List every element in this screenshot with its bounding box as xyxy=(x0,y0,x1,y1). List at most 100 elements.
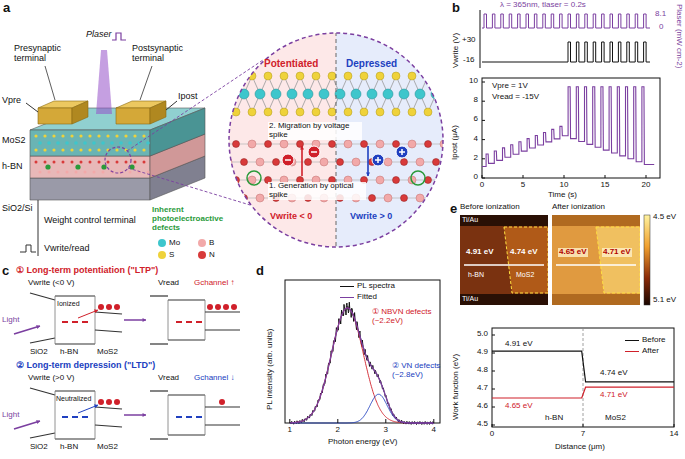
bond xyxy=(436,94,444,112)
s-atom xyxy=(328,108,336,116)
plot-frame xyxy=(285,280,440,423)
divider xyxy=(336,32,337,248)
defect-level xyxy=(82,416,88,418)
s-atom xyxy=(264,72,272,80)
atom xyxy=(110,141,114,145)
kpfm-panel: Before ionizationTi/Au4.91 eV4.74 eVh-BN… xyxy=(460,203,548,306)
label: MoS2 xyxy=(2,136,26,146)
label: ① Long-term potentiation ("LTP") xyxy=(16,266,158,276)
atom xyxy=(119,141,123,145)
arrow-line xyxy=(14,421,40,429)
node-text: 4.74 eV xyxy=(510,248,538,257)
band-edge xyxy=(205,311,240,312)
atom xyxy=(83,141,87,145)
n-atom xyxy=(433,159,440,166)
legend-text: S xyxy=(169,251,174,260)
kpfm-panel: After ionization4.65 eV4.71 eV xyxy=(552,203,640,306)
arrow-head xyxy=(94,309,98,313)
label: 5.1 eV xyxy=(653,296,676,305)
tick xyxy=(646,175,647,178)
pulse-symbol xyxy=(112,33,126,40)
s-atom xyxy=(424,108,432,116)
atom xyxy=(43,148,46,151)
label: Light xyxy=(2,316,19,325)
tick xyxy=(482,120,485,121)
label: Vread = -15V xyxy=(492,93,539,102)
atom xyxy=(53,161,56,164)
label: Plaser (mW cm-2) xyxy=(674,4,683,68)
label: 4.5 eV xyxy=(653,213,676,222)
atom xyxy=(43,134,46,137)
atom xyxy=(79,148,82,151)
arrow-line xyxy=(78,310,98,318)
electrode-region xyxy=(460,294,548,305)
mo-atom xyxy=(383,89,393,99)
tick xyxy=(492,424,493,427)
defect-level xyxy=(196,416,202,418)
label: 4.74 eV xyxy=(600,369,628,378)
b-atom xyxy=(384,158,392,166)
defect-level xyxy=(196,321,202,323)
work-function-before xyxy=(492,351,674,382)
label: MoS2 xyxy=(97,348,118,357)
s-atom xyxy=(392,108,400,116)
wire xyxy=(38,200,39,256)
electrode-region xyxy=(460,215,548,226)
atom xyxy=(125,161,128,164)
atom xyxy=(71,161,74,164)
interface xyxy=(55,391,56,439)
label: h-BN xyxy=(545,414,563,423)
label: b xyxy=(452,1,460,15)
n-atom xyxy=(393,177,400,184)
label: h-BN xyxy=(60,443,78,452)
tick xyxy=(523,175,524,178)
atom xyxy=(115,148,118,151)
n-atom xyxy=(329,141,336,148)
electrode-side xyxy=(72,101,88,124)
defect-level xyxy=(72,416,78,418)
tick xyxy=(482,101,485,102)
label: ② VN defects (~2.8eV) xyxy=(392,362,442,380)
arrow-line xyxy=(14,326,40,334)
label: PL intensity (arb. units) xyxy=(266,328,275,410)
legend-text: Fitted xyxy=(357,293,377,302)
interface xyxy=(95,391,96,439)
electron xyxy=(98,304,104,310)
band-edge xyxy=(55,343,95,344)
defect-level xyxy=(176,321,182,323)
label: 10 xyxy=(464,77,478,86)
label: 4.9 xyxy=(466,348,488,357)
atom xyxy=(93,171,96,174)
s-atom xyxy=(312,72,320,80)
b-atom xyxy=(416,158,424,166)
node-shape xyxy=(228,32,444,248)
inset-border xyxy=(229,33,443,247)
atom xyxy=(107,161,110,164)
mo-atom xyxy=(319,89,329,99)
defect-level xyxy=(62,416,68,418)
label: Vwrite (>0 V) xyxy=(28,374,74,383)
label: 4.65 eV xyxy=(505,402,533,411)
atom xyxy=(133,148,136,151)
s-atom xyxy=(440,72,444,80)
legend-item: After xyxy=(625,347,659,356)
tick xyxy=(605,175,606,178)
label: SiO2/Si xyxy=(2,204,33,214)
label: MoS2 xyxy=(97,443,118,452)
charge xyxy=(282,154,294,166)
legend-item: B xyxy=(198,239,214,248)
atom xyxy=(142,134,145,137)
label: 7 xyxy=(581,430,585,439)
n-atom xyxy=(401,159,408,166)
band-edge xyxy=(55,390,95,391)
band-edge xyxy=(55,295,95,296)
legend-item: N xyxy=(198,251,215,260)
atom xyxy=(57,171,60,174)
b-atom xyxy=(320,158,328,166)
mo-atom xyxy=(287,89,297,99)
tick xyxy=(482,139,485,140)
node-text: h-BN xyxy=(468,271,484,279)
layer-front xyxy=(30,178,150,200)
arrow-head xyxy=(94,404,98,408)
label: ② Long-term depression ("LTD") xyxy=(16,361,155,371)
